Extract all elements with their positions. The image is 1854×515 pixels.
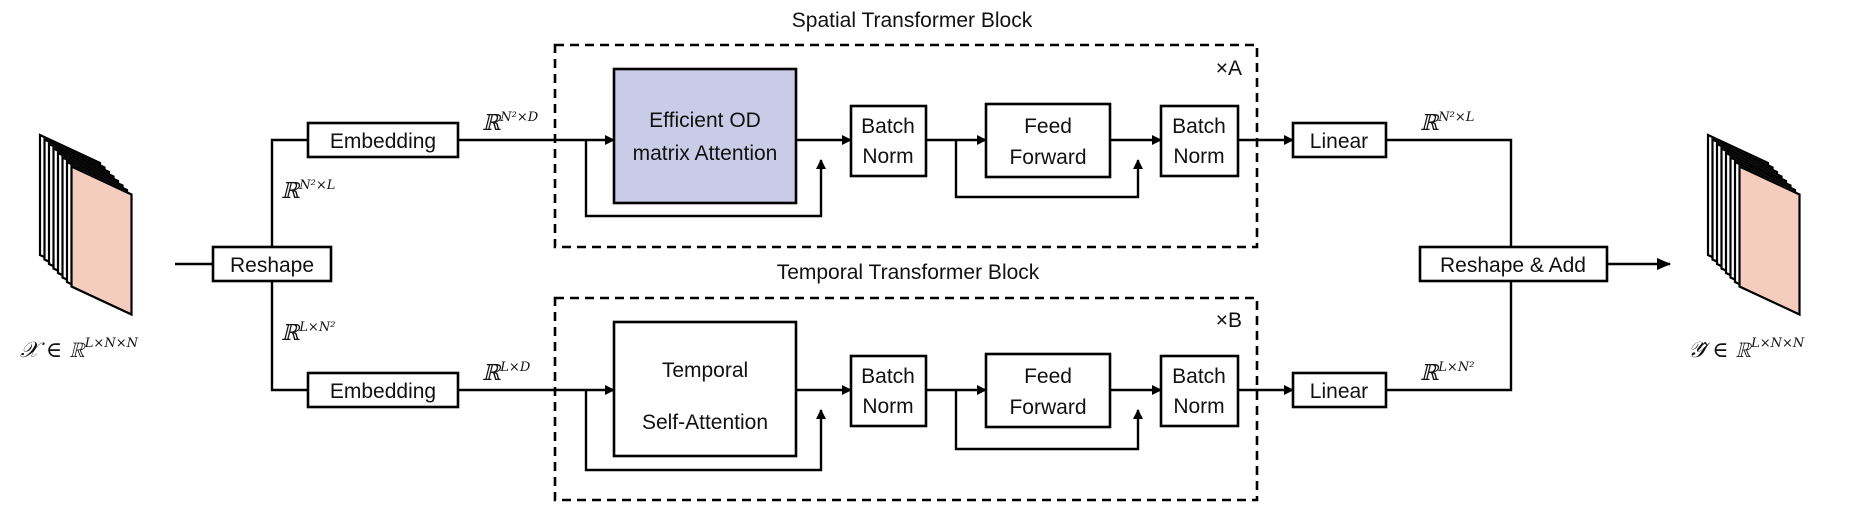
reshape-add-box xyxy=(1418,245,1609,283)
temporal-linear-label: Linear xyxy=(1310,380,1368,403)
temporal-self-attention-line1: Temporal xyxy=(662,359,748,382)
temporal-block-repeat: ×B xyxy=(1216,309,1242,332)
input-tensor-icon xyxy=(38,133,133,317)
temporal-self-attention-box xyxy=(612,320,798,458)
temporal-batchnorm1-line2: Norm xyxy=(862,395,913,418)
input-tensor-layer xyxy=(70,164,133,317)
spatial-embedding-label: Embedding xyxy=(330,130,436,153)
temporal-input-set: ℝ xyxy=(281,321,301,346)
spatial-feedforward-line2: Forward xyxy=(1009,146,1086,169)
spatial-ff-residual xyxy=(954,140,1143,199)
output-tensor-layer xyxy=(1738,164,1801,317)
input-set: 𝒳 ∈ ℝ xyxy=(20,338,86,363)
temporal-feedforward-line1: Feed xyxy=(1024,365,1072,388)
spatial-feedforward-line1: Feed xyxy=(1024,115,1072,138)
input-sup: L×N×N xyxy=(84,336,139,351)
temporal-input-sup: L×N² xyxy=(298,320,335,335)
spatial-block-repeat: ×A xyxy=(1216,57,1242,80)
spatial-output-sup: N²×L xyxy=(1437,110,1474,125)
temporal-linear-box xyxy=(1291,371,1388,409)
spatial-attention-residual xyxy=(584,140,826,218)
temporal-self-attention-line2: Self-Attention xyxy=(642,411,768,434)
temporal-embedding-label: Embedding xyxy=(330,380,436,403)
temporal-embedding-sup: L×D xyxy=(499,360,531,375)
temporal-embedding-set: ℝ xyxy=(482,361,502,386)
spatial-input-shape: ℝN²×L xyxy=(281,178,335,204)
temporal-block-frame xyxy=(553,296,1259,502)
reshape-to-temporal-line xyxy=(270,281,308,392)
reshape-add-label: Reshape & Add xyxy=(1440,254,1586,277)
efficient-od-attention-box xyxy=(612,67,798,205)
output-set: 𝒴̂ ∈ ℝ xyxy=(1688,338,1753,363)
temporal-input-shape: ℝL×N² xyxy=(281,320,335,346)
efficient-od-attention-line2: matrix Attention xyxy=(633,142,778,165)
temporal-block-title: Temporal Transformer Block xyxy=(777,261,1040,284)
spatial-linear-label: Linear xyxy=(1310,130,1368,153)
spatial-batchnorm1-line2: Norm xyxy=(862,145,913,168)
spatial-embedding-shape: ℝN²×D xyxy=(482,110,539,136)
temporal-feedforward-line2: Forward xyxy=(1009,396,1086,419)
spatial-batchnorm2-box xyxy=(1159,104,1240,178)
input-label: 𝒳 ∈ ℝL×N×N xyxy=(20,336,139,363)
spatial-batchnorm1-box xyxy=(849,104,928,178)
output-tensor-icon xyxy=(1706,133,1801,317)
temporal-embedding-shape: ℝL×D xyxy=(482,360,531,386)
reshape-to-spatial-line xyxy=(270,138,308,247)
spatial-embedding-set: ℝ xyxy=(482,111,502,136)
temporal-output-shape: ℝL×N² xyxy=(1420,360,1474,386)
temporal-batchnorm2-line2: Norm xyxy=(1173,395,1224,418)
spatial-linear-box xyxy=(1291,121,1388,159)
temporal-batchnorm2-line1: Batch xyxy=(1172,365,1226,388)
temporal-embedding-box xyxy=(306,371,460,409)
spatial-batchnorm2-line1: Batch xyxy=(1172,115,1226,138)
temporal-output-sup: L×N² xyxy=(1437,360,1474,375)
spatial-batchnorm2-line2: Norm xyxy=(1173,145,1224,168)
temporal-batchnorm1-line1: Batch xyxy=(861,365,915,388)
efficient-od-attention-line1: Efficient OD xyxy=(649,109,761,132)
spatial-batchnorm1-line1: Batch xyxy=(861,115,915,138)
spatial-output-shape: ℝN²×L xyxy=(1420,110,1474,136)
spatial-block-title: Spatial Transformer Block xyxy=(792,9,1033,32)
output-label: 𝒴̂ ∈ ℝL×N×N xyxy=(1688,336,1805,363)
spatial-input-set: ℝ xyxy=(281,179,301,204)
temporal-output-set: ℝ xyxy=(1420,361,1440,386)
spatial-input-sup: N²×L xyxy=(298,178,335,193)
temporal-attention-residual xyxy=(584,390,826,472)
output-sup: L×N×N xyxy=(1750,336,1805,351)
temporal-to-merge-line xyxy=(1386,281,1513,392)
spatial-output-set: ℝ xyxy=(1420,111,1440,136)
reshape-label: Reshape xyxy=(230,254,314,277)
temporal-ff-residual xyxy=(954,390,1143,451)
spatial-block-frame xyxy=(553,43,1259,249)
spatial-embedding-sup: N²×D xyxy=(499,110,538,125)
reshape-box xyxy=(211,245,333,283)
temporal-batchnorm1-box xyxy=(849,354,928,428)
spatial-to-merge-line xyxy=(1386,138,1513,247)
